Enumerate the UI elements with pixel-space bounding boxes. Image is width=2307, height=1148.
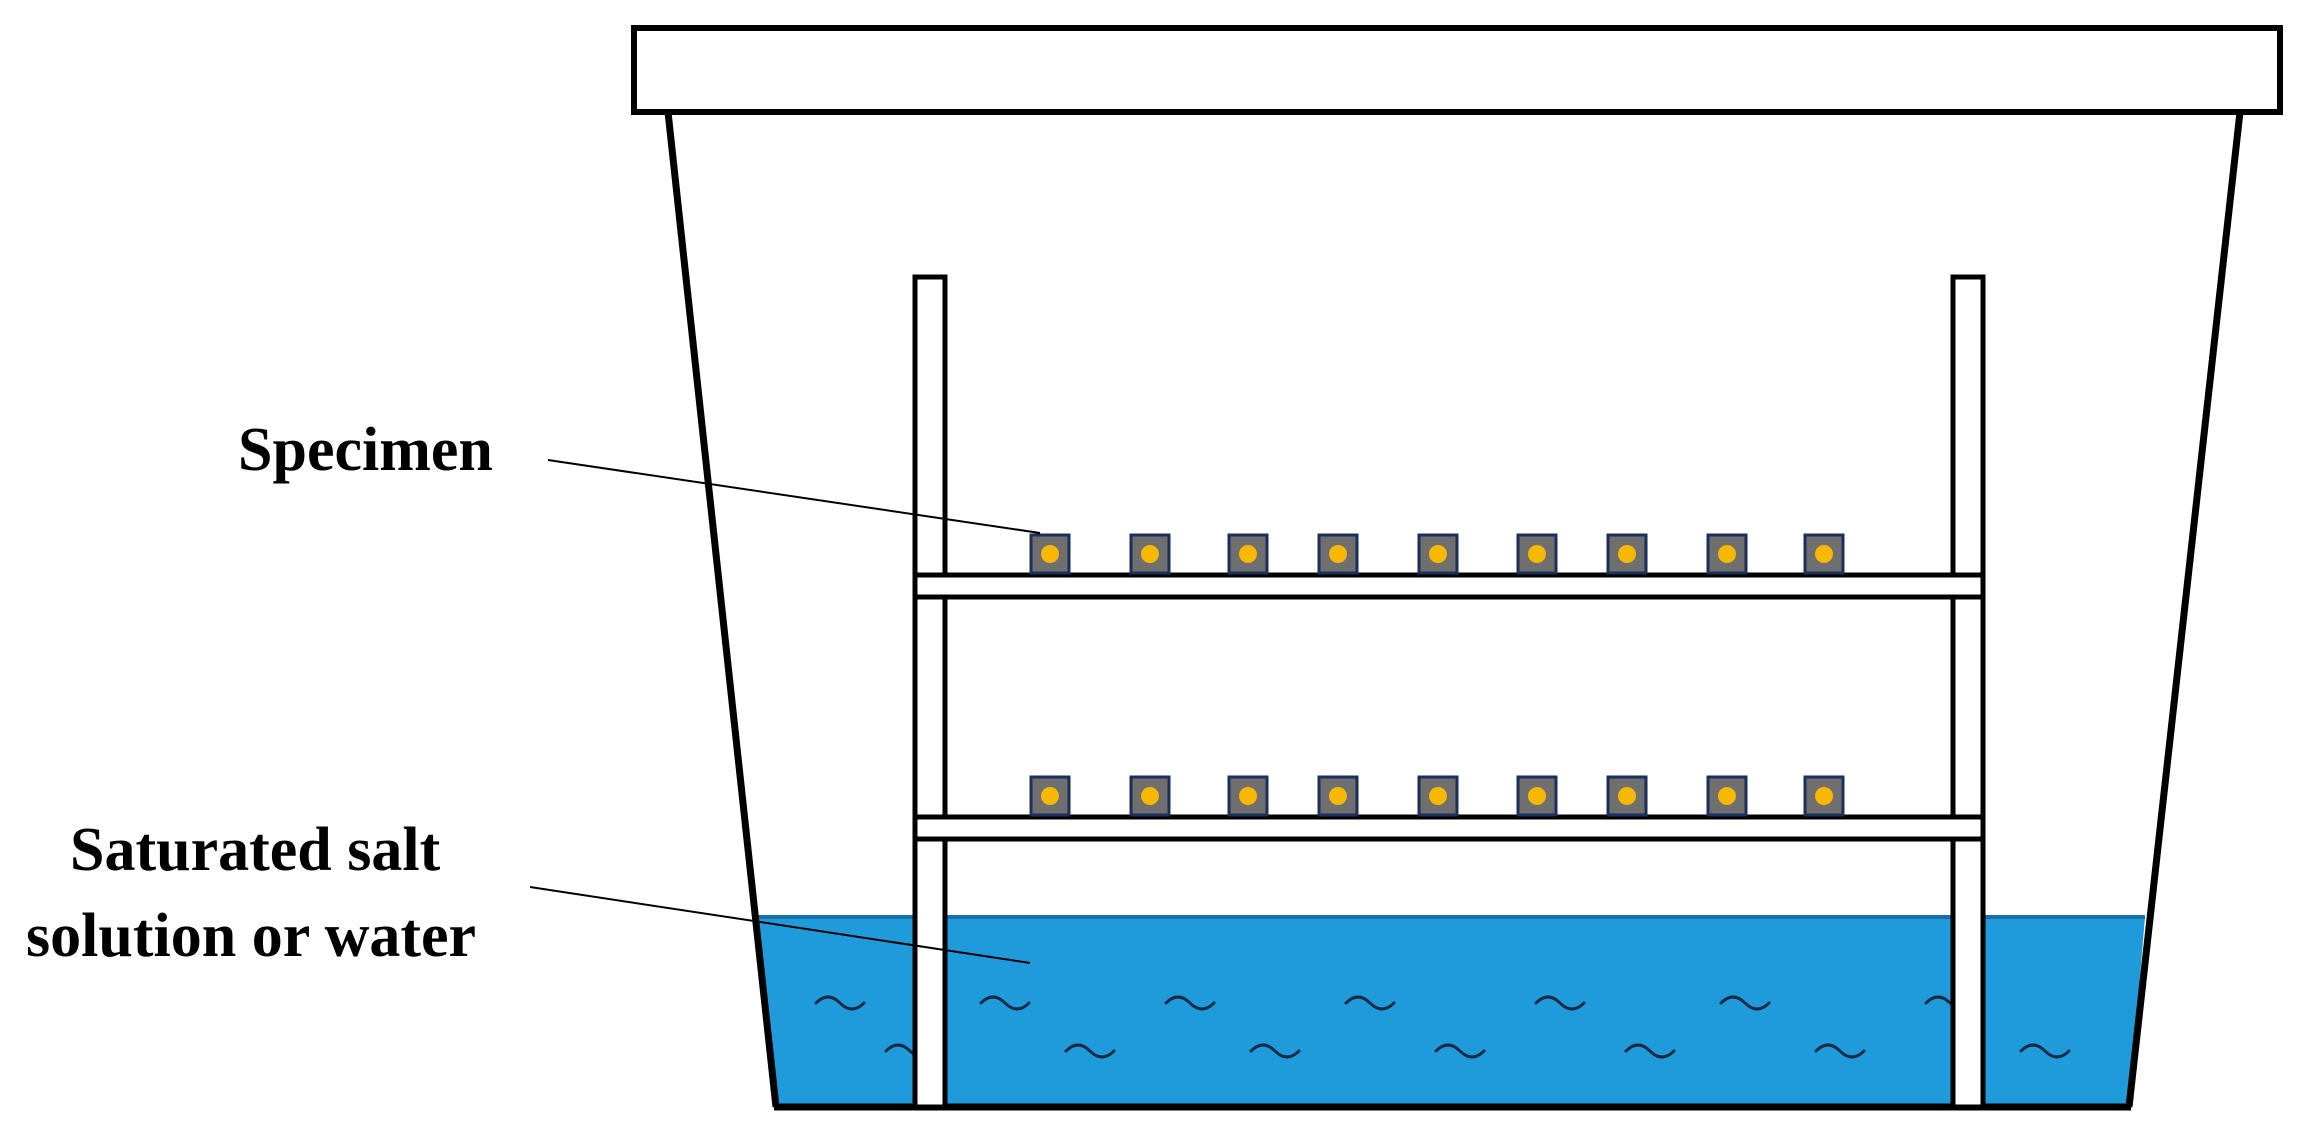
specimen-leader-line (547, 459, 1041, 534)
wave-mark-13 (1814, 1043, 1866, 1059)
lower-specimen-dot-4 (1329, 787, 1347, 805)
rack-post-left (912, 274, 948, 1110)
wave-marks (814, 995, 2071, 1059)
upper-specimen-dot-2 (1141, 545, 1159, 563)
lower-specimen-dot-2 (1141, 787, 1159, 805)
wave-mark-2 (979, 995, 1031, 1011)
solution-label-line2: solution or water (26, 902, 476, 970)
lower-specimen-row (1029, 775, 1845, 817)
lower-specimen-dot-6 (1528, 787, 1546, 805)
rack-post-right (1950, 274, 1986, 1110)
solution-label-line1: Saturated salt (70, 816, 441, 884)
container-lid (631, 25, 2283, 115)
upper-specimen-dot-7 (1618, 545, 1636, 563)
lower-specimen-dot-1 (1041, 787, 1059, 805)
upper-shelf (912, 572, 1986, 600)
upper-specimen-dot-1 (1041, 545, 1059, 563)
lower-specimen-dot-8 (1718, 787, 1736, 805)
wave-mark-5 (1534, 995, 1586, 1011)
upper-specimen-dot-6 (1528, 545, 1546, 563)
lower-shelf (912, 814, 1986, 842)
wave-mark-1 (814, 995, 866, 1011)
upper-specimen-dot-3 (1239, 545, 1257, 563)
container-right-wall (2125, 111, 2244, 1108)
lower-specimen-dot-7 (1618, 787, 1636, 805)
wave-mark-10 (1249, 1043, 1301, 1059)
wave-mark-3 (1164, 995, 1216, 1011)
lower-specimen-dot-5 (1429, 787, 1447, 805)
lower-specimen-dot-9 (1815, 787, 1833, 805)
lower-specimen-dot-3 (1239, 787, 1257, 805)
solution-leader-line (529, 886, 1031, 964)
container-left-wall (664, 111, 780, 1108)
wave-mark-6 (1719, 995, 1771, 1011)
upper-specimen-row (1029, 533, 1845, 575)
wave-mark-4 (1344, 995, 1396, 1011)
water-body (758, 917, 2145, 1107)
wave-mark-12 (1624, 1043, 1676, 1059)
upper-specimen-dot-8 (1718, 545, 1736, 563)
specimen-label: Specimen (238, 416, 493, 484)
wave-mark-14 (2019, 1043, 2071, 1059)
upper-specimen-dot-9 (1815, 545, 1833, 563)
upper-specimen-dot-4 (1329, 545, 1347, 563)
wave-mark-11 (1434, 1043, 1486, 1059)
upper-specimen-dot-5 (1429, 545, 1447, 563)
wave-mark-9 (1064, 1043, 1116, 1059)
